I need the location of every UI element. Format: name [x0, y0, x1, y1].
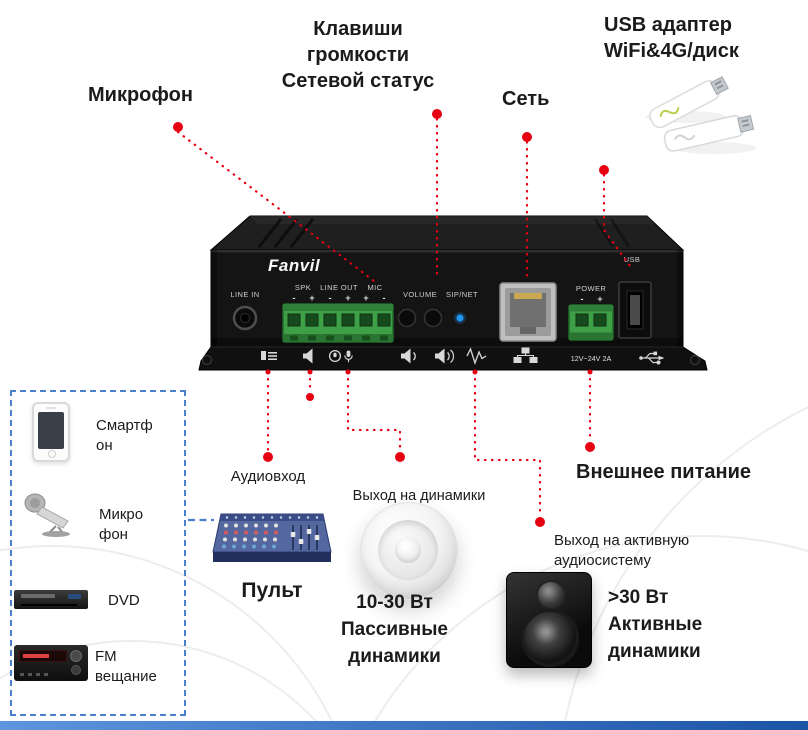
mic-round-icon [328, 349, 342, 363]
connector-active-output-line [473, 370, 542, 519]
volume-down-button [397, 308, 417, 328]
network-icon [513, 347, 538, 363]
line-out-label: LINE OUT [320, 283, 358, 292]
volume-label: VOLUME [403, 290, 437, 299]
source-label-dvd: DVD [108, 592, 140, 609]
port-anchor-dot [265, 369, 271, 375]
device-bottom-icons [261, 347, 665, 366]
polarity-mark: + [345, 293, 350, 303]
polarity-mark: - [329, 293, 332, 303]
usb-adapter-image [646, 76, 756, 154]
device-image: Fanvil LINE IN SPK LINE OUT MIC - + - + … [198, 215, 708, 371]
mount-screw-left [202, 355, 212, 365]
source-label-microphone: Микрофон [99, 506, 144, 543]
port-anchor-dot [472, 369, 478, 375]
mic-icon [344, 350, 353, 363]
line-in-label: LINE IN [230, 290, 259, 299]
usb-port [618, 281, 652, 339]
polarity-mark: - [293, 293, 296, 303]
speaker-loud-icon [435, 348, 455, 364]
connector-active-output-dot [535, 517, 545, 527]
power-rating-text: 12V~24V 2A [571, 354, 612, 363]
connector-microphone-dot [173, 122, 183, 132]
fm-radio-icon [14, 645, 88, 681]
sip-net-led [456, 314, 464, 322]
connector-microphone-line [176, 130, 376, 283]
polarity-mark: + [597, 294, 602, 304]
usb-label: USB [624, 255, 641, 264]
passive-speaker-label: 10-30 Вт Пассивные динамики [341, 592, 448, 667]
power-terminal-2pin [568, 304, 614, 341]
polarity-mark: - [581, 294, 584, 304]
speaker-low-icon [401, 348, 416, 364]
callout-external-power: Внешнее питание [576, 461, 751, 483]
usb-dongle-1 [649, 76, 729, 129]
port-anchor-dot [587, 369, 593, 375]
connector-usb-dot [599, 165, 609, 175]
mixer-label: Пульт [241, 579, 303, 602]
source-label-fm: FM вещание [95, 648, 157, 685]
connector-external-power-dot [585, 442, 595, 452]
sip-net-label: SIP/NET [446, 290, 478, 299]
footer-accent-bar [0, 721, 808, 730]
terminal-block-6pin [282, 303, 394, 343]
callout-network: Сеть [502, 88, 550, 110]
port-anchor-dot [307, 369, 313, 375]
spk-label: SPK [295, 283, 311, 292]
callout-active-output: Выход на активную аудиосистему [554, 532, 690, 570]
polarity-mark: + [363, 293, 368, 303]
tweeter [536, 580, 566, 610]
volume-up-button [423, 308, 443, 328]
active-speaker-image [506, 572, 592, 668]
mount-screw-right [690, 355, 700, 365]
microphone-icon [24, 493, 70, 537]
active-speaker-label: >30 Вт Активные динамики [608, 587, 703, 662]
connector-stub-dot [306, 393, 314, 401]
power-label: POWER [576, 284, 607, 293]
callout-keys-status: Клавиши громкости Сетевой статус [281, 18, 435, 92]
audio-sources-box [10, 390, 186, 716]
mic-label: MIC [368, 283, 383, 292]
brand-logo-text: Fanvil [268, 256, 321, 275]
connector-keys-status-dot [432, 109, 442, 119]
usb-trident-icon [639, 351, 665, 365]
waveform-icon [466, 347, 487, 366]
woofer [521, 609, 579, 667]
callout-speaker-output: Выход на динамики [352, 488, 486, 504]
connector-audio-input-dot [263, 452, 273, 462]
connector-network-dot [522, 132, 532, 142]
connector-usb-line [602, 173, 635, 272]
callout-audio-input: Аудиовход [230, 468, 306, 485]
callout-usb-adapter: USB адаптер WiFi&4G/диск [604, 14, 739, 62]
source-label-smartphone: Смартфон [96, 417, 153, 454]
usb-dongle-2 [663, 114, 755, 152]
polarity-mark: + [309, 293, 314, 303]
port-anchor-dot [345, 369, 351, 375]
line-in-jack [232, 305, 258, 331]
passive-speaker-image [360, 502, 458, 600]
polarity-mark: - [383, 293, 386, 303]
dvd-player-icon [14, 590, 88, 609]
mixer-image [212, 513, 332, 562]
callout-microphone: Микрофон [88, 84, 193, 106]
ethernet-port [499, 282, 557, 342]
connector-speaker-output-line [346, 370, 402, 454]
audio-in-icon [261, 351, 277, 360]
speaker-icon [303, 348, 313, 364]
smartphone-icon [32, 402, 70, 462]
connector-speaker-output-dot [395, 452, 405, 462]
